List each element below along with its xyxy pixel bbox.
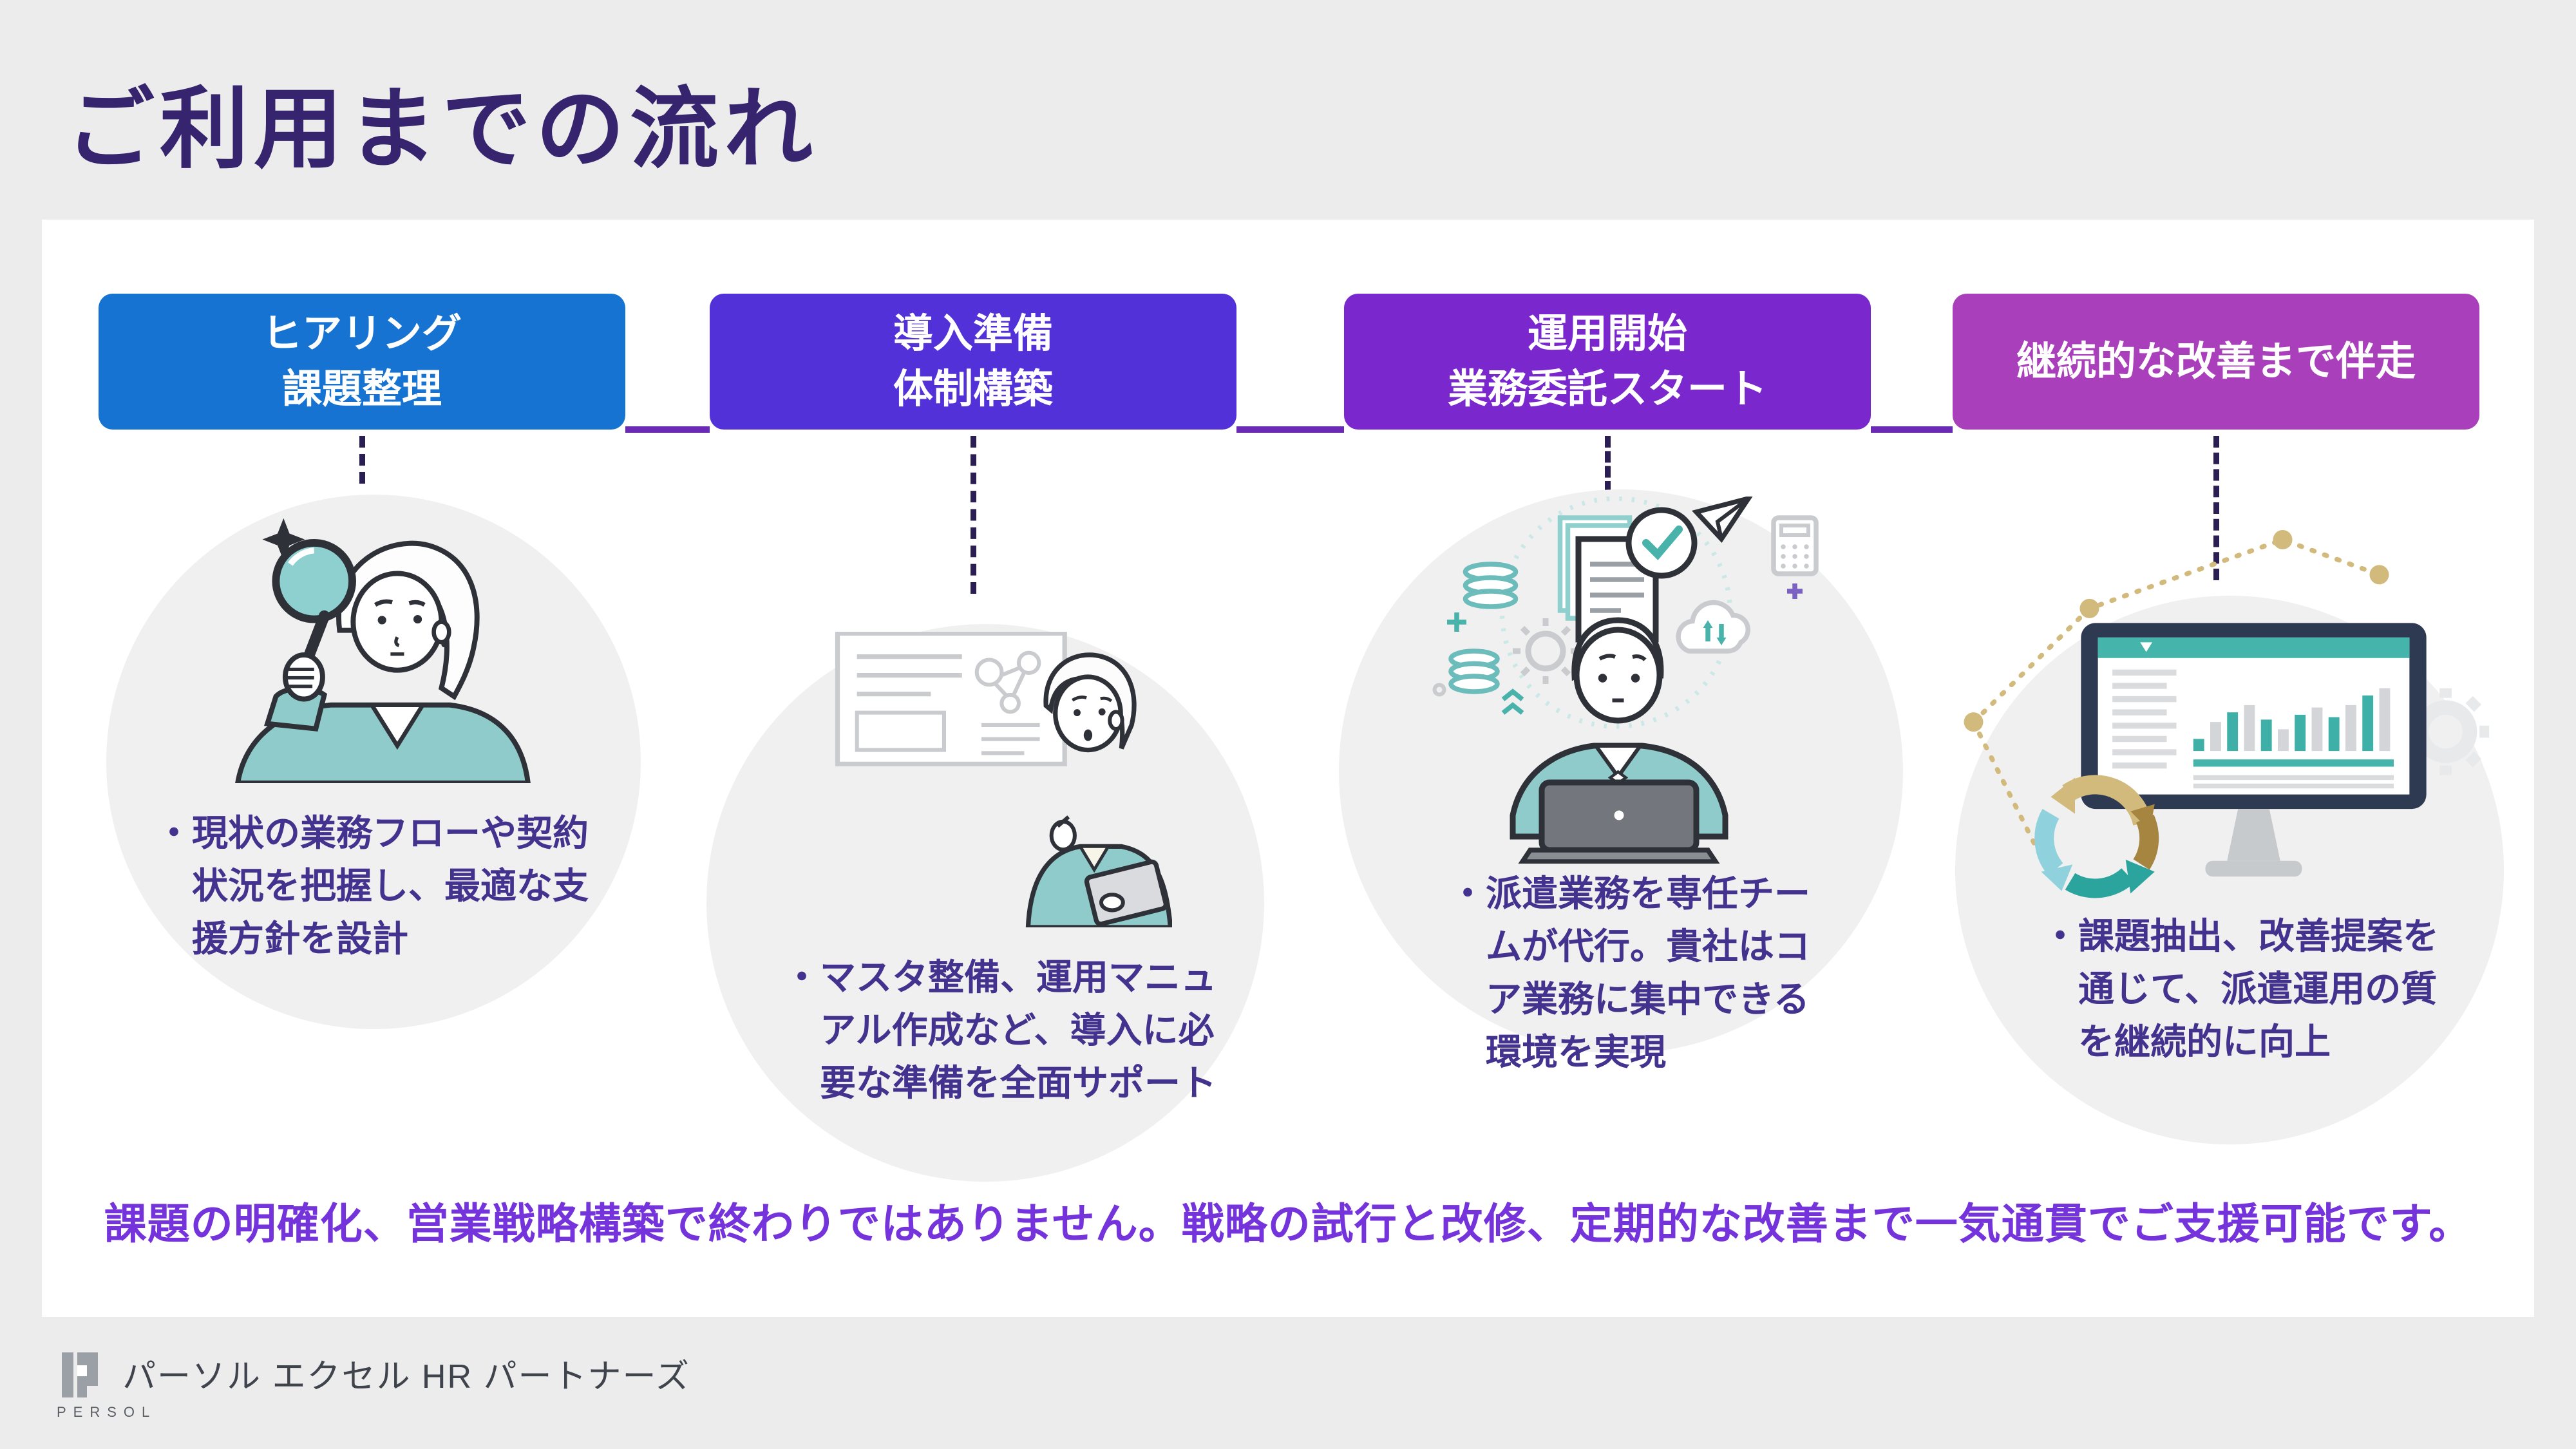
dropdown-arrow-icon xyxy=(2140,642,2152,652)
step-label-line: 継続的な改善まで伴走 xyxy=(2016,339,2416,384)
screen-text-lines xyxy=(2112,669,2177,769)
shirt xyxy=(1077,844,1112,873)
dashed-drop-line xyxy=(2213,436,2219,580)
whiteboard-presenter-svg xyxy=(835,632,1172,927)
eye xyxy=(377,616,386,625)
persol-logo-text: PERSOL xyxy=(57,1404,157,1420)
ear xyxy=(1108,710,1124,732)
check-circle-icon xyxy=(1625,507,1698,579)
laptop-operator-svg xyxy=(1432,497,1819,864)
eye xyxy=(1598,674,1607,683)
hand xyxy=(1099,893,1125,913)
magnifier-handle xyxy=(301,610,330,666)
plus-icon xyxy=(1787,583,1803,599)
eye xyxy=(1631,674,1640,683)
footer-note: 課題の明確化、営業戦略構築で終わりではありません。戦略の試行と改修、定期的な改善… xyxy=(104,1200,2472,1247)
connector-line xyxy=(1236,426,1344,433)
step-label-line: 運用開始 xyxy=(1527,311,1687,356)
screen-header-bar xyxy=(2098,637,2410,658)
shirt xyxy=(1592,744,1644,781)
hand xyxy=(1049,819,1077,852)
magnifier-icon xyxy=(272,539,356,623)
magnifier-person-svg xyxy=(235,518,531,783)
improvement-monitor-svg xyxy=(1964,530,2490,898)
cloud-sync-icon xyxy=(1676,600,1751,654)
whiteboard-text-lines xyxy=(857,654,962,697)
laptop-base xyxy=(1518,848,1720,864)
step-box-improvement: 継続的な改善まで伴走 xyxy=(1953,294,2479,430)
step-label-line: 課題整理 xyxy=(281,366,442,412)
shirt xyxy=(368,703,427,750)
laptop-operator-illustration xyxy=(1389,497,1853,864)
face xyxy=(1573,627,1663,724)
step-description-improvement: ・課題抽出、改善提案を 通じて、派遣運用の質 を継続的に向上 xyxy=(2042,916,2439,1062)
trend-line xyxy=(1971,537,2382,724)
magnifier-person-illustration xyxy=(187,503,560,783)
eye xyxy=(1098,708,1106,715)
mouth xyxy=(1083,729,1093,741)
sparkle-icon xyxy=(262,518,305,561)
step-box-preparation: 導入準備 体制構築 xyxy=(710,294,1236,430)
connector-line xyxy=(1871,426,1953,433)
gear-icon xyxy=(1513,618,1578,684)
coins-icon xyxy=(1448,562,1519,694)
monitor-base xyxy=(2205,860,2302,877)
step-description-operation-start: ・派遣業務を専任チー ムが代行。貴社はコ ア業務に集中できる 環境を実現 xyxy=(1450,873,1810,1072)
ear xyxy=(431,620,451,645)
plus-icon xyxy=(1447,612,1466,632)
whiteboard-presenter-illustration xyxy=(799,632,1172,927)
dashed-drop-line xyxy=(971,436,976,594)
connector-line xyxy=(625,426,710,433)
node-diagram-icon xyxy=(974,658,1004,687)
eye xyxy=(1074,709,1081,717)
dashed-drop-line xyxy=(359,436,365,484)
step-label-line: 業務委託スタート xyxy=(1447,366,1767,412)
step-box-operation-start: 運用開始 業務委託スタート xyxy=(1344,294,1871,430)
company-name: パーソル エクセル HR パートナーズ xyxy=(122,1358,690,1396)
eye xyxy=(413,615,422,624)
content-card: ヒアリング 課題整理 導入準備 体制構築 運用開始 業務委託スタート 継続的な改… xyxy=(42,220,2534,1317)
improvement-monitor-illustration xyxy=(1940,509,2519,1005)
chevrons-icon xyxy=(1501,688,1524,715)
screen-bar-chart xyxy=(2193,688,2391,752)
cycle-arrows-icon xyxy=(2034,775,2159,898)
monitor-stand xyxy=(2227,809,2280,861)
step-label-line: 体制構築 xyxy=(893,366,1053,412)
step-description-hearing: ・現状の業務フローや契約 状況を把握し、最適な支 援方針を設計 xyxy=(156,813,589,959)
step-label-line: 導入準備 xyxy=(893,311,1053,356)
step-box-hearing: ヒアリング 課題整理 xyxy=(99,294,625,430)
step-label-line: ヒアリング xyxy=(261,311,462,356)
step-description-preparation: ・マスタ整備、運用マニュ アル作成など、導入に必 要な準備を全面サポート xyxy=(784,957,1217,1103)
trend-dots xyxy=(1964,530,2389,732)
page-title: ご利用までの流れ xyxy=(66,80,819,179)
persol-logo-icon xyxy=(62,1352,98,1397)
dashed-drop-line xyxy=(1605,436,1611,493)
